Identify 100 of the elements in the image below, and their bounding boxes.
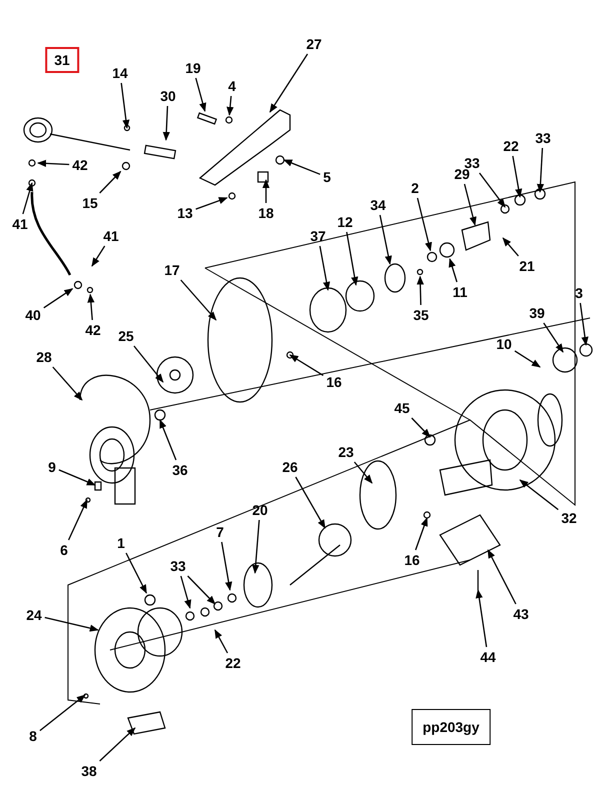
leader-line	[502, 237, 519, 256]
leader-line	[269, 54, 308, 113]
o-ring	[144, 594, 156, 606]
leader-line	[99, 727, 136, 762]
callout-number: 18	[257, 205, 275, 221]
callout-number: 23	[337, 444, 355, 460]
leader-line	[68, 499, 88, 540]
leader-line	[195, 78, 206, 112]
leader-line	[52, 366, 83, 401]
leader-line	[87, 294, 95, 320]
callout-number: 39	[528, 305, 546, 321]
callout-number: 11	[452, 284, 468, 300]
callout-number: 6	[59, 542, 69, 558]
callout-number: 41	[11, 216, 29, 232]
leader-line	[91, 246, 106, 267]
leader-line	[262, 179, 270, 203]
callout-number: 42	[71, 157, 89, 173]
leader-line	[543, 322, 564, 353]
callout-number: 19	[184, 60, 202, 76]
callout-number: 37	[309, 228, 327, 244]
leader-line	[180, 280, 217, 321]
callout-number: 15	[81, 195, 99, 211]
leader-line	[162, 106, 170, 141]
snap-ring	[416, 268, 424, 276]
leader-line	[514, 350, 541, 368]
tube-fitting	[74, 280, 82, 290]
leader-line	[512, 156, 522, 198]
washer	[225, 116, 233, 124]
leader-line	[464, 184, 476, 226]
callout-number: 42	[84, 322, 102, 338]
callout-number: 28	[35, 349, 53, 365]
callout-number: 32	[560, 510, 578, 526]
leader-line	[478, 172, 506, 208]
callout-number: 31	[45, 47, 79, 73]
leader-line	[252, 520, 260, 574]
callout-number: 25	[117, 328, 135, 344]
leader-line	[134, 346, 164, 383]
leader-line	[476, 589, 488, 648]
leader-line	[120, 82, 130, 129]
leader-line	[221, 542, 232, 591]
leader-line	[40, 694, 86, 732]
callout-number: 1	[116, 535, 126, 551]
callout-number: 34	[369, 197, 387, 213]
callout-number: 45	[393, 400, 411, 416]
leader-line	[58, 469, 96, 486]
callout-number: 16	[403, 552, 421, 568]
leader-line	[226, 96, 234, 116]
nut	[86, 286, 94, 294]
callout-number: 12	[336, 214, 354, 230]
figure-code: pp203gy	[412, 709, 490, 745]
callout-number: 22	[224, 655, 242, 671]
leader-line	[37, 160, 70, 167]
leader-line	[536, 148, 544, 193]
bolt-drawing	[196, 112, 218, 125]
callout-number: 4	[227, 78, 237, 94]
callout-number: 35	[412, 307, 430, 323]
callout-number: 36	[171, 462, 189, 478]
callout-number: 14	[111, 65, 129, 81]
washer	[122, 162, 130, 170]
callout-number: 17	[163, 262, 181, 278]
callout-number: 30	[159, 88, 177, 104]
leader-line	[44, 616, 99, 632]
leader-line	[346, 232, 358, 286]
leader-line	[487, 549, 516, 604]
callout-number: 24	[25, 607, 43, 623]
callout-number: 8	[28, 728, 38, 744]
leader-line	[519, 479, 559, 510]
callout-number: 22	[502, 138, 520, 154]
leader-line	[416, 198, 432, 252]
leader-line	[354, 462, 373, 484]
leader-line	[414, 517, 428, 550]
leader-line	[580, 302, 588, 346]
callout-number: 16	[325, 374, 343, 390]
leader-line	[196, 197, 228, 210]
leader-line	[448, 258, 458, 282]
leader-line	[43, 288, 74, 308]
callout-number: 33	[534, 130, 552, 146]
leader-line	[187, 576, 216, 605]
callout-number: 20	[251, 502, 269, 518]
washer	[439, 242, 455, 258]
callout-number: 21	[518, 258, 536, 274]
callout-number: 41	[102, 228, 120, 244]
leader-line	[295, 476, 326, 529]
leader-line	[214, 629, 228, 654]
callout-number: 44	[479, 649, 497, 665]
leader-line	[180, 576, 192, 609]
callout-number: 3	[574, 285, 584, 301]
leader-line	[319, 246, 330, 291]
callout-number: 2	[410, 180, 420, 196]
callout-number: 13	[176, 205, 194, 221]
callout-number: 7	[215, 524, 225, 540]
callout-number: 5	[322, 169, 332, 185]
leader-line	[416, 276, 424, 306]
callout-number: 43	[512, 606, 530, 622]
leader-line	[99, 170, 122, 194]
callout-number: 27	[305, 36, 323, 52]
callout-number: 9	[47, 459, 57, 475]
callout-number: 40	[24, 307, 42, 323]
nut	[228, 192, 236, 200]
leader-line	[411, 418, 431, 438]
